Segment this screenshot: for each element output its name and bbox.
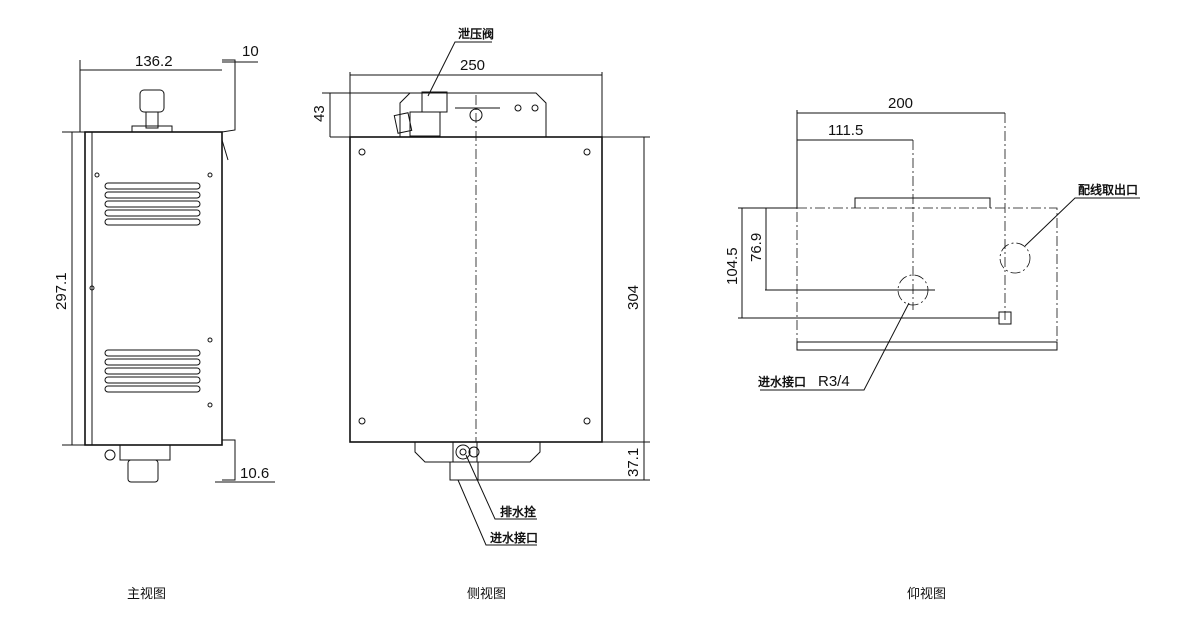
- label-inlet-size: R3/4: [818, 373, 850, 390]
- relief-valve: [421, 91, 448, 113]
- caption-front-view: 主视图: [127, 586, 166, 601]
- front-body: [84, 131, 223, 446]
- dim-front-height: 297.1: [53, 272, 70, 310]
- label-wiring-outlet: 配线取出口: [1078, 182, 1138, 197]
- side-view: [322, 41, 650, 546]
- relief-valve-knob: [139, 89, 165, 113]
- dim-side-width: 250: [460, 57, 485, 74]
- caption-side-view: 侧视图: [467, 586, 506, 601]
- front-fitting: [119, 444, 171, 461]
- dim-bottom-104: 104.5: [724, 247, 741, 285]
- front-view: [62, 59, 275, 483]
- dim-bottom-200: 200: [888, 95, 913, 112]
- bottom-view: [738, 110, 1140, 391]
- bottom-outline: [796, 207, 1058, 343]
- dim-front-bottom: 10.6: [240, 465, 269, 482]
- dim-front-bracket: 10: [242, 43, 259, 60]
- dim-side-bottom: 37.1: [625, 448, 642, 477]
- label-relief-valve: 泄压阀: [458, 26, 494, 41]
- wiring-port: [999, 242, 1031, 274]
- dim-bottom-76: 76.9: [748, 233, 765, 262]
- dim-side-top: 43: [311, 105, 328, 122]
- lower-louvers: [104, 349, 201, 393]
- dim-side-height: 304: [625, 285, 642, 310]
- dim-front-width: 136.2: [135, 53, 173, 70]
- dim-bottom-111: 111.5: [828, 122, 863, 139]
- caption-bottom-view: 仰视图: [907, 586, 946, 601]
- label-bottom-inlet: 进水接口: [758, 374, 806, 389]
- label-drain-plug: 排水拴: [500, 504, 536, 519]
- label-water-inlet: 进水接口: [490, 530, 538, 545]
- upper-louvers: [104, 182, 201, 226]
